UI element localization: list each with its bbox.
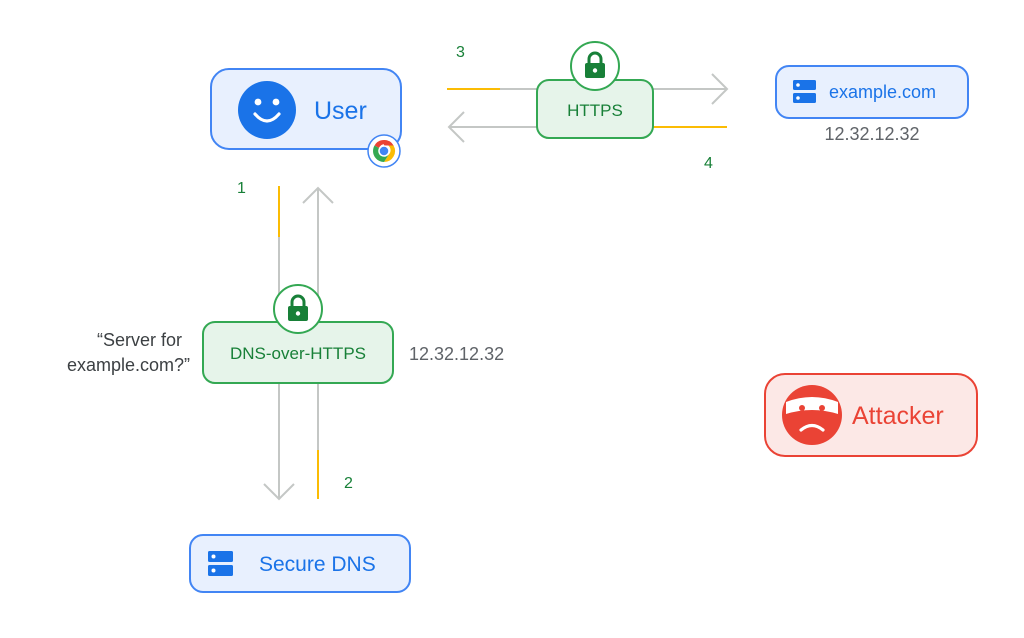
secure-dns-label: Secure DNS <box>259 553 376 576</box>
user-label: User <box>314 97 367 125</box>
example-com-label: example.com <box>829 82 936 102</box>
example-com-node: example.com <box>775 65 969 119</box>
https-box: HTTPS <box>536 41 654 139</box>
https-request-arrow <box>447 73 729 105</box>
attacker-node: Attacker <box>764 373 978 457</box>
doh-answer-ip: 12.32.12.32 <box>409 344 504 364</box>
masked-face-icon <box>782 385 842 445</box>
step-2-label: 2 <box>344 475 353 492</box>
lock-icon <box>273 284 323 334</box>
server-icon <box>793 80 816 103</box>
attacker-label: Attacker <box>852 402 944 430</box>
smiley-face-icon <box>238 81 296 139</box>
step-1-label: 1 <box>237 180 246 197</box>
secure-dns-node: Secure DNS <box>189 534 411 593</box>
user-node: User <box>210 68 402 168</box>
doh-query-line-2: example.com?” <box>67 355 190 375</box>
chrome-icon <box>367 134 401 168</box>
example-com-ip: 12.32.12.32 <box>824 124 919 144</box>
doh-label: DNS-over-HTTPS <box>230 344 366 363</box>
step-3-label: 3 <box>456 44 465 61</box>
https-response-arrow <box>447 111 727 143</box>
doh-query-line-1: “Server for <box>97 330 182 350</box>
step-4-label: 4 <box>704 155 713 172</box>
lock-icon <box>570 41 620 91</box>
server-icon <box>208 551 233 576</box>
doh-box: DNS-over-HTTPS <box>202 284 394 384</box>
https-label: HTTPS <box>567 101 623 120</box>
